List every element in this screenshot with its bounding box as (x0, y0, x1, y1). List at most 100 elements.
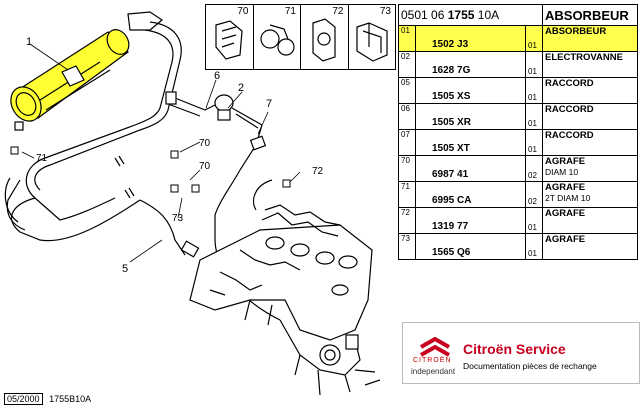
clip-number: 73 (379, 6, 391, 17)
part-quantity-cell: 01 (525, 129, 543, 156)
callout-73: 73 (172, 213, 184, 224)
part-index: 02 (398, 51, 416, 78)
part-quantity: 01 (528, 223, 537, 232)
part-name: RACCORD (545, 78, 594, 89)
part-quantity: 01 (528, 145, 537, 154)
citroen-service-logo: CITROËN independant Citroën Service Docu… (402, 322, 640, 384)
citroen-chevron-icon (420, 337, 450, 357)
service-title: Citroën Service (463, 341, 566, 357)
part-quantity: 02 (528, 171, 537, 180)
part-quantity: 01 (528, 93, 537, 102)
part-quantity-cell: 02 (525, 155, 543, 182)
clip-marker-72 (282, 179, 291, 188)
part-name: RACCORD (545, 104, 594, 115)
part-reference: 6995 CA (432, 195, 472, 206)
callout-70a: 70 (199, 138, 211, 149)
part-detail: 2T DIAM 10 (545, 193, 591, 203)
clip-number: 72 (332, 6, 344, 17)
parts-table: 0501 06 1755 10A ABSORBEUR 01 1502 J3 01 AB… (398, 4, 638, 260)
part-name-cell: RACCORD (542, 129, 638, 156)
clip-marker-70a (170, 150, 179, 159)
clip-72-icon (312, 18, 336, 62)
part-index: 72 (398, 207, 416, 234)
clip-marker-70b (170, 184, 179, 193)
assembly-title: ABSORBEUR (542, 4, 638, 26)
part-index: 01 (398, 25, 416, 52)
brand-name: CITROËN (413, 357, 452, 364)
part-quantity: 01 (528, 41, 537, 50)
part-name: AGRAFE (545, 182, 586, 193)
part-name-cell: ABSORBEUR (542, 25, 638, 52)
part-index: 73 (398, 233, 416, 260)
part-reference-cell: 1505 XR (415, 103, 526, 130)
table-row: 72 1319 77 01 AGRAFE (398, 207, 638, 234)
part-index: 07 (398, 129, 416, 156)
part-reference-cell: 1565 Q6 (415, 233, 526, 260)
clip-marker-73 (191, 184, 200, 193)
clip-71-icon (259, 24, 295, 56)
part-index: 70 (398, 155, 416, 182)
callout-1: 1 (26, 36, 32, 48)
part-quantity-cell: 01 (525, 233, 543, 260)
clip-marker-71 (10, 146, 19, 155)
intake-manifold (189, 204, 381, 396)
clip-box-71: 71 (254, 5, 301, 69)
part-quantity: 01 (528, 67, 537, 76)
part-quantity-cell: 01 (525, 103, 543, 130)
clip-box-73: 73 (349, 5, 396, 69)
part-name: ABSORBEUR (545, 26, 607, 37)
part-name-cell: AGRAFE (542, 233, 638, 260)
part-quantity: 01 (528, 249, 537, 258)
callout-71: 71 (36, 153, 48, 164)
part-name-cell: AGRAFE (542, 207, 638, 234)
callout-6: 6 (214, 70, 220, 82)
part-name: AGRAFE (545, 156, 586, 167)
part-reference: 1565 Q6 (432, 247, 471, 258)
reference-header: 0501 06 1755 10A (398, 4, 543, 26)
part-quantity-cell: 01 (525, 25, 543, 52)
part-reference: 1319 77 (432, 221, 469, 232)
clip-box-70: 70 (206, 5, 254, 69)
part-name: AGRAFE (545, 234, 586, 245)
part-reference-cell: 6995 CA (415, 181, 526, 208)
part-name: ELECTROVANNE (545, 52, 623, 63)
part-index: 71 (398, 181, 416, 208)
ref-prefix: 0501 06 (401, 8, 445, 22)
callout-70b: 70 (199, 161, 211, 172)
part-name-cell: RACCORD (542, 103, 638, 130)
clip-70-icon (215, 20, 243, 60)
clip-number: 70 (237, 6, 249, 17)
part-quantity: 02 (528, 197, 537, 206)
part-quantity-cell: 01 (525, 207, 543, 234)
part-quantity-cell: 02 (525, 181, 543, 208)
part-reference: 1505 XS (432, 91, 471, 102)
service-subtitle: Documentation pièces de rechange (463, 361, 597, 371)
part-index: 06 (398, 103, 416, 130)
part-quantity-cell: 01 (525, 77, 543, 104)
part-quantity: 01 (528, 119, 537, 128)
callout-5: 5 (122, 263, 128, 275)
part-reference-cell: 1628 7G (415, 51, 526, 78)
part-reference-cell: 1502 J3 (415, 25, 526, 52)
part-quantity-cell: 01 (525, 51, 543, 78)
clip-73-icon (355, 22, 388, 62)
part-reference: 1502 J3 (432, 39, 469, 50)
callout-2: 2 (238, 82, 244, 94)
table-row: 01 1502 J3 01 ABSORBEUR (398, 25, 638, 52)
clip-details: 70 71 72 73 (205, 4, 396, 70)
part-detail: DIAM 10 (545, 167, 579, 177)
part-index: 05 (398, 77, 416, 104)
part-reference: 1628 7G (432, 65, 471, 76)
exploded-diagram: 1 2 5 6 7 70 70 71 72 73 (4, 11, 381, 396)
table-row: 73 1565 Q6 01 AGRAFE (398, 233, 638, 260)
clip-box-72: 72 (301, 5, 349, 69)
part-reference-cell: 1505 XT (415, 129, 526, 156)
footer-date: 05/2000 (4, 393, 43, 405)
table-header-row: 0501 06 1755 10A ABSORBEUR (398, 4, 638, 26)
